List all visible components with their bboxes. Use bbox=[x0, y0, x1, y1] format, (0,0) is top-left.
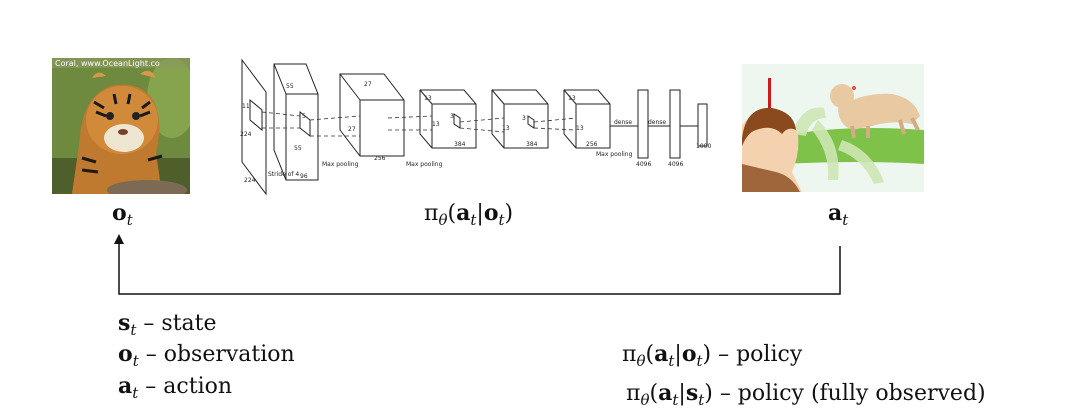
net-dim-5: 5 bbox=[302, 113, 306, 120]
legend-action-text: – action bbox=[145, 374, 233, 399]
policy-close-paren: ) bbox=[504, 201, 514, 226]
net-dim-55b: 55 bbox=[294, 145, 302, 152]
policy2-text: – policy (fully observed) bbox=[719, 381, 986, 406]
net-dim-13c: 13 bbox=[502, 125, 510, 132]
net-dim-4096b: 4096 bbox=[668, 161, 683, 168]
policy1-a-sub: t bbox=[668, 352, 675, 370]
policy-theta: θ bbox=[438, 211, 448, 229]
net-note-maxpool-1: Max pooling bbox=[322, 161, 359, 168]
action-label: at bbox=[828, 200, 849, 229]
net-dim-96: 96 bbox=[300, 173, 308, 180]
net-dim-13a: 13 bbox=[424, 95, 432, 102]
policy-definition-partial: πθ(at|ot) – policy bbox=[622, 341, 803, 370]
policy1-o-sub: t bbox=[696, 352, 703, 370]
policy2-theta: θ bbox=[640, 391, 650, 409]
net-dim-13b: 13 bbox=[432, 121, 440, 128]
policy1-text: – policy bbox=[718, 342, 803, 367]
legend-obs-text: – observation bbox=[145, 342, 295, 367]
net-note-maxpool-2: Max pooling bbox=[406, 161, 443, 168]
legend-obs-sub: t bbox=[132, 352, 139, 370]
legend-action-sub: t bbox=[132, 384, 139, 402]
net-dim-13d: 13 bbox=[568, 95, 576, 102]
policy-label: πθ(at|ot) bbox=[424, 200, 514, 229]
policy1-o: o bbox=[681, 341, 697, 367]
net-dim-224b: 224 bbox=[244, 177, 256, 184]
net-note-maxpool-3: Max pooling bbox=[596, 151, 633, 158]
legend-obs-symbol: o bbox=[118, 341, 133, 367]
policy2-s-sub: t bbox=[698, 391, 705, 409]
net-dim-256b: 256 bbox=[586, 141, 598, 148]
legend-state-symbol: s bbox=[118, 310, 131, 336]
legend-state-text: – state bbox=[143, 311, 217, 336]
net-dim-3a: 3 bbox=[450, 113, 454, 120]
observation-subscript: t bbox=[126, 211, 133, 229]
policy-o-sub: t bbox=[498, 211, 505, 229]
policy-bar: | bbox=[476, 201, 484, 226]
net-dim-27a: 27 bbox=[364, 81, 372, 88]
policy2-pi: π bbox=[626, 381, 641, 406]
tiger-observation-image: Coral, www.OceanLight.co bbox=[52, 58, 190, 194]
policy-o: o bbox=[483, 200, 499, 226]
net-dim-27b: 27 bbox=[348, 126, 356, 133]
legend-observation: ot – observation bbox=[118, 341, 295, 370]
net-dim-384b: 384 bbox=[526, 141, 538, 148]
policy2-a: a bbox=[658, 380, 673, 406]
observation-symbol: o bbox=[112, 200, 127, 226]
net-note-stride: Stride of 4 bbox=[268, 171, 299, 178]
net-dim-1000: 1000 bbox=[696, 143, 711, 150]
policy2-a-sub: t bbox=[672, 391, 679, 409]
cnn-diagram: 11 224 224 5 55 55 96 27 27 256 3 13 13 … bbox=[240, 58, 711, 196]
legend-state: st – state bbox=[118, 310, 217, 339]
action-subscript: t bbox=[842, 211, 849, 229]
net-dim-13e: 13 bbox=[576, 125, 584, 132]
legend-state-sub: t bbox=[130, 321, 137, 339]
policy2-s: s bbox=[685, 380, 699, 406]
observation-label: ot bbox=[112, 200, 133, 229]
policy-open-paren: ( bbox=[447, 201, 457, 226]
legend-action: at – action bbox=[118, 373, 233, 402]
policy-a: a bbox=[456, 200, 471, 226]
policy-a-sub: t bbox=[470, 211, 477, 229]
net-note-dense-1: dense bbox=[614, 119, 632, 126]
policy1-a: a bbox=[654, 341, 669, 367]
policy-pi: π bbox=[424, 201, 439, 226]
net-dim-4096a: 4096 bbox=[636, 161, 651, 168]
net-dim-384a: 384 bbox=[454, 141, 466, 148]
net-note-dense-2: dense bbox=[648, 119, 666, 126]
net-dim-256a: 256 bbox=[374, 155, 386, 162]
net-dim-11: 11 bbox=[242, 103, 250, 110]
policy1-pi: π bbox=[622, 342, 637, 367]
action-symbol: a bbox=[828, 200, 843, 226]
tiger-watermark: Coral, www.OceanLight.co bbox=[55, 59, 160, 68]
legend-action-symbol: a bbox=[118, 373, 133, 399]
net-dim-55a: 55 bbox=[286, 83, 294, 90]
action-illustration-image bbox=[742, 64, 924, 192]
policy1-theta: θ bbox=[636, 352, 646, 370]
net-dim-3b: 3 bbox=[522, 115, 526, 122]
net-dim-224a: 224 bbox=[240, 131, 252, 138]
policy-definition-full: πθ(at|st) – policy (fully observed) bbox=[626, 380, 986, 409]
